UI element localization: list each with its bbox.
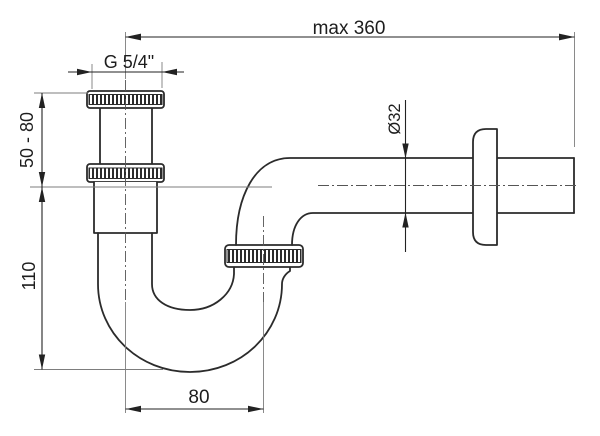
dimension-depth-110: 110	[19, 187, 46, 370]
dimension-label-pipe-diameter: Ø32	[386, 103, 404, 134]
arrowhead-bottom	[402, 212, 409, 228]
dimension-label-max-width: max 360	[313, 18, 386, 39]
trap-inner-wall	[151, 232, 235, 311]
dimension-label-trap-depth: 110	[19, 262, 39, 291]
dimension-label-leg-spacing: 80	[188, 387, 209, 408]
dimension-max-360: max 360	[125, 18, 575, 147]
arrowhead-right	[559, 33, 575, 41]
arrowhead-bottom	[38, 354, 46, 370]
arrowhead-left	[77, 68, 92, 76]
dimension-diameter-32: Ø32	[386, 100, 409, 252]
dimension-thread-g54: G 5/4"	[68, 52, 184, 89]
trap-outer-wall	[97, 232, 291, 373]
inlet-tube	[99, 107, 153, 165]
arrowhead-top	[38, 187, 46, 202]
siphon-parts	[86, 90, 575, 373]
pipe-bottom-wall	[291, 212, 575, 246]
dimension-spacing-80: 80	[125, 387, 264, 413]
arrowhead-left	[125, 405, 141, 413]
knurled-nut-outlet	[224, 244, 304, 268]
nut-knurl	[226, 249, 302, 263]
arrowhead-right	[162, 68, 177, 76]
inlet-tube-body	[100, 108, 152, 164]
dimension-label-height-range: 50 - 80	[17, 112, 37, 168]
trap-u-bend	[97, 232, 291, 373]
dimension-height-50-80: 50 - 80	[17, 93, 46, 187]
dimension-label-thread: G 5/4"	[104, 52, 154, 72]
arrowhead-right	[248, 405, 264, 413]
arrowhead-top	[38, 93, 46, 108]
pipe-top-wall	[235, 157, 575, 246]
arrowhead-left	[125, 33, 141, 41]
reference-lines	[30, 80, 578, 413]
wall-flange	[472, 128, 498, 246]
arrowhead-top	[402, 143, 409, 159]
arrowhead-bottom	[38, 172, 46, 187]
